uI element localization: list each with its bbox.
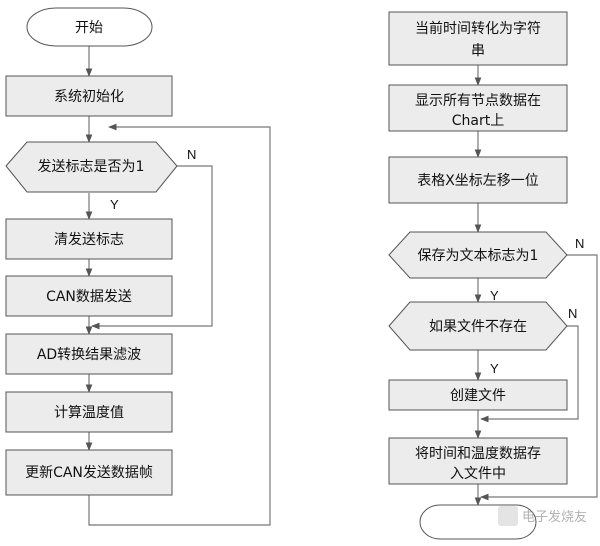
can-send-label: CAN数据发送	[46, 289, 132, 305]
send-flag-decision: 发送标志是否为1	[5, 141, 178, 193]
end-terminal	[419, 504, 537, 540]
clear-flag-box: 清发送标志	[5, 218, 173, 260]
write-file-line-2: 入文件中	[450, 466, 506, 482]
calc-temp-label: 计算温度值	[54, 405, 124, 421]
send-flag-decision-label: 发送标志是否为1	[38, 159, 145, 175]
table-shift-label: 表格X坐标左移一位	[417, 173, 539, 189]
start-terminal: 开始	[26, 7, 153, 47]
left-yes-label: Y	[110, 197, 119, 212]
show-nodes-box: 显示所有节点数据在 Chart上	[388, 84, 568, 132]
edge-save-no	[480, 254, 598, 501]
watermark-text: 电子发烧友	[522, 509, 587, 525]
watermark-logo: 电子发烧友	[498, 506, 587, 526]
create-file-box: 创建文件	[388, 379, 568, 411]
time-to-string-box: 当前时间转化为字符 串	[388, 11, 568, 66]
edge-decision-no	[91, 165, 213, 330]
clear-flag-label: 清发送标志	[54, 232, 124, 248]
edge-loop-back	[88, 123, 271, 526]
right-no-label-1: N	[575, 236, 584, 251]
right-no-label-2: N	[568, 306, 577, 321]
init-label: 系统初始化	[54, 88, 124, 105]
left-connectors	[85, 46, 271, 526]
update-frame-box: 更新CAN发送数据帧	[5, 449, 173, 496]
start-label: 开始	[75, 20, 103, 36]
write-file-box: 将时间和温度数据存 入文件中	[388, 437, 568, 485]
init-box: 系统初始化	[5, 75, 173, 117]
show-nodes-line-1: 显示所有节点数据在	[415, 93, 541, 109]
show-nodes-line-2: Chart上	[452, 113, 504, 129]
can-send-box: CAN数据发送	[5, 275, 173, 317]
save-flag-decision: 保存为文本标志为1	[388, 231, 568, 279]
table-shift-box: 表格X坐标左移一位	[388, 156, 568, 204]
right-yes-label-2: Y	[490, 361, 499, 376]
file-exists-decision-label: 如果文件不存在	[429, 319, 527, 335]
right-yes-label-1: Y	[490, 288, 499, 303]
write-file-line-1: 将时间和温度数据存	[415, 446, 541, 462]
ad-filter-box: AD转换结果滤波	[5, 333, 173, 375]
save-flag-decision-label: 保存为文本标志为1	[418, 248, 539, 264]
time-to-string-line-1: 当前时间转化为字符	[415, 20, 541, 37]
ad-filter-label: AD转换结果滤波	[37, 346, 141, 363]
update-frame-label: 更新CAN发送数据帧	[25, 465, 153, 481]
file-exists-decision: 如果文件不存在	[388, 301, 568, 351]
create-file-label: 创建文件	[450, 388, 506, 404]
left-no-label: N	[187, 147, 196, 162]
edge-file-no	[480, 325, 579, 423]
right-connectors	[474, 65, 598, 506]
time-to-string-line-2: 串	[471, 43, 485, 59]
calc-temp-box: 计算温度值	[5, 391, 173, 433]
